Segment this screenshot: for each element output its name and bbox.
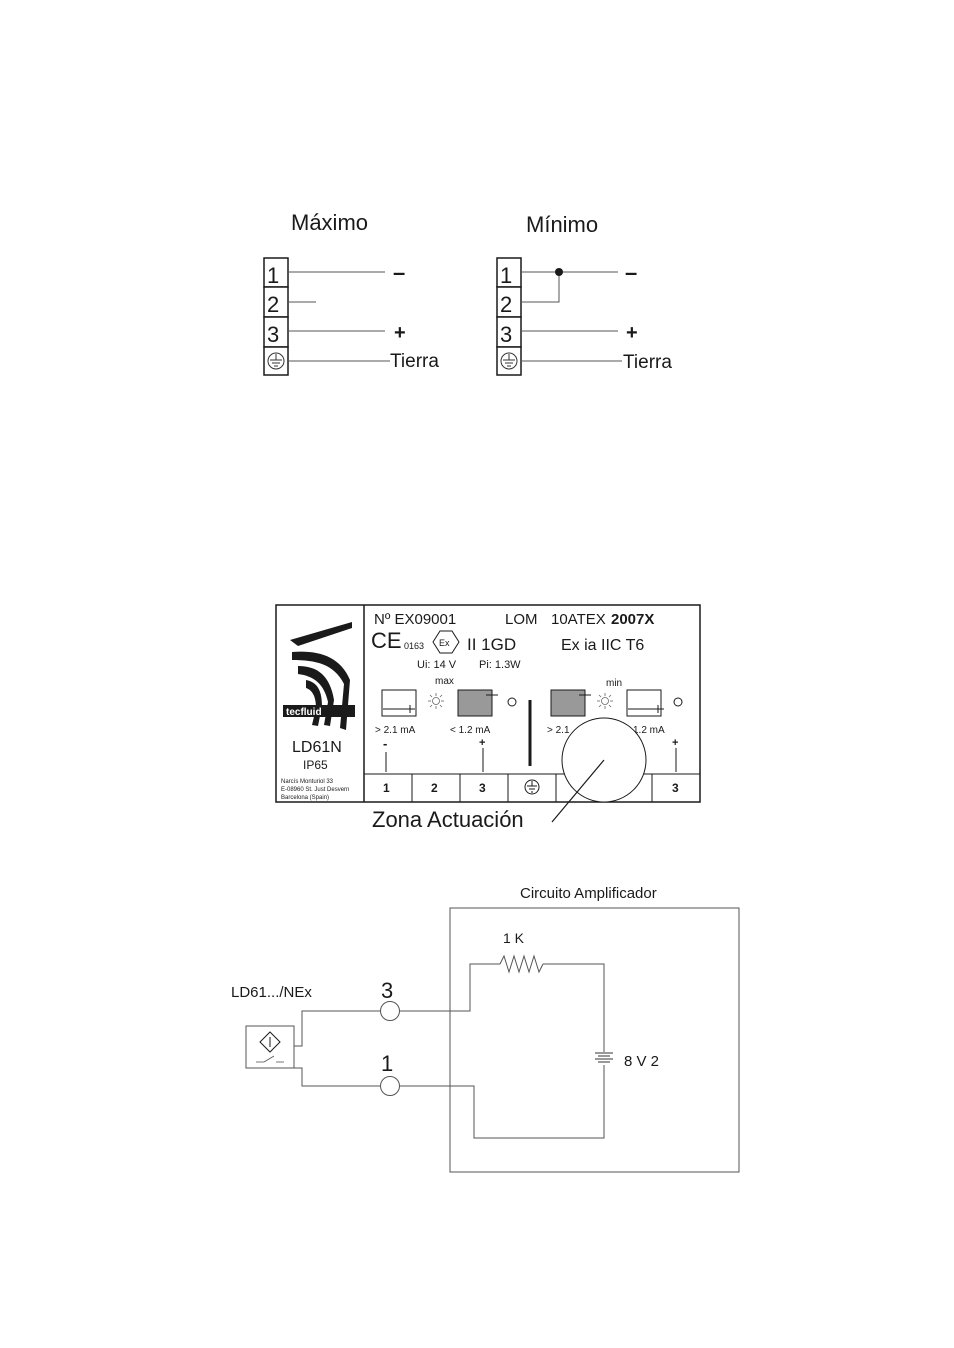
tecfluid-logo [283,622,355,730]
plate-minus-mark: - [383,736,387,751]
strip-terminal-2: 2 [431,781,438,795]
min-current-high: > 2.1 [547,725,570,736]
minimo-terminal-3: 3 [500,322,512,347]
minimo-minus-label: – [625,260,637,285]
min-empty-tank-icon [626,689,662,717]
maximo-title: Máximo [291,210,368,235]
svg-text:Ex: Ex [439,638,450,648]
max-indicators [381,689,517,717]
plate-plus-mark-1: + [479,737,485,749]
ce-mark: CE [371,628,402,653]
minimo-terminal-2: 2 [500,292,512,317]
plate-address-3: Barcelona (Spain) [281,795,329,801]
min-led-on-icon [597,693,613,709]
minimo-terminal-1: 1 [500,263,512,288]
min-indicators [550,689,683,717]
logo-brand-text: tecfluid [286,707,322,718]
minimo-title: Mínimo [526,212,598,237]
terminal-1-circle [380,1076,400,1096]
circuit-title: Circuito Amplificador [520,885,657,902]
minimo-ground-icon [500,352,518,370]
sensor-icon [245,1025,295,1069]
minimo-tierra-label: Tierra [623,352,672,373]
amplifier-circuit: Circuito Amplificador 1 K 8 V 2 LD61.../… [231,885,740,1173]
strip-terminal-1: 1 [383,781,390,795]
plate-cert-number: Nº EX09001 [374,611,456,628]
plate-address-1: Narcís Monturiol 33 [281,779,334,785]
plate-min-label: min [606,678,622,689]
terminal-bottom-label: 1 [381,1051,393,1076]
strip-terminal-3b: 3 [672,781,679,795]
plate-address-2: E-08960 St. Just Desvern [281,787,349,793]
maximo-ground-icon [267,352,285,370]
max-led-on-icon [428,693,444,709]
plate-group: II 1GD [467,635,516,654]
battery-icon [595,1052,613,1063]
max-led-off-icon [507,697,517,707]
plate-pi: Pi: 1.3W [479,659,521,671]
plate-max-label: max [435,676,454,687]
max-current-high: > 2.1 mA [375,725,416,736]
maximo-tierra-label: Tierra [390,351,439,372]
strip-ground-icon [524,779,540,795]
plate-ui: Ui: 14 V [417,659,457,671]
maximo-plus-label: + [394,322,406,344]
max-current-low: < 1.2 mA [450,725,491,736]
strip-terminal-3: 3 [479,781,486,795]
plate-protection: Ex ia IIC T6 [561,637,644,654]
terminal-3-circle [380,1001,400,1021]
resistor-label: 1 K [503,930,525,946]
minimo-terminal-box-2 [496,286,522,318]
minimo-wiring-diagram: Mínimo 1 2 3 – + Tierra [496,212,672,376]
zona-actuacion-label: Zona Actuación [372,807,524,832]
ex-hexagon-icon: Ex [432,630,460,654]
min-current-low: 1.2 mA [633,725,665,736]
maximo-terminal-3: 3 [267,322,279,347]
sensor-label: LD61.../NEx [231,984,312,1001]
maximo-terminal-1: 1 [267,263,279,288]
maximo-minus-label: – [393,260,405,285]
minimo-terminal-box-3 [496,316,522,348]
minimo-junction-dot [555,268,563,276]
maximo-terminal-2: 2 [267,292,279,317]
plate-lom: LOM [505,611,538,628]
amplifier-box [449,907,740,1173]
min-full-tank-icon [550,689,586,717]
battery-label: 8 V 2 [624,1053,659,1070]
plate-atex-bold: 2007X [611,611,654,628]
label-plate: tecfluid LD61N IP65 Narcís Monturiol 33 … [275,604,701,832]
plate-model: LD61N [292,739,342,756]
resistor-zigzag [499,954,544,974]
terminal-top-label: 3 [381,978,393,1003]
maximo-wiring-diagram: Máximo 1 2 3 – + Tierra [263,210,439,376]
plate-atex: 10ATEX [551,611,606,628]
minimo-plus-label: + [626,322,638,344]
min-led-off-icon [673,697,683,707]
max-empty-tank-icon [381,689,417,717]
ce-number: 0163 [404,641,424,651]
plate-ip: IP65 [303,758,328,772]
plate-plus-mark-2: + [672,737,678,749]
max-full-tank-icon [457,689,493,717]
